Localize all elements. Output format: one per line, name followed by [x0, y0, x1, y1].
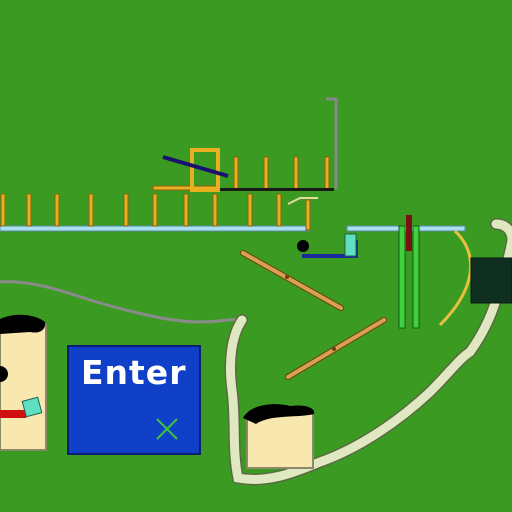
center-face [243, 404, 315, 469]
enter-button[interactable]: Enter [67, 345, 201, 455]
long-rail [0, 225, 311, 232]
gray-wire [0, 280, 243, 324]
tilted-plank-upper [240, 250, 344, 311]
tilted-plank-lower [285, 317, 387, 380]
left-face [0, 314, 47, 451]
small-hook [287, 197, 318, 205]
x-mark-icon [156, 418, 178, 440]
green-tubes [398, 215, 420, 329]
gate-frame [190, 148, 220, 192]
dark-green-box [470, 257, 512, 304]
enter-button-label: Enter [81, 353, 187, 392]
picket-fence [0, 156, 330, 231]
black-ball [297, 240, 309, 252]
hanging-pole [326, 97, 338, 189]
shelf-line [220, 188, 334, 191]
navy-stick [162, 155, 229, 178]
rope-curve [438, 229, 472, 327]
cyan-block [344, 233, 357, 257]
